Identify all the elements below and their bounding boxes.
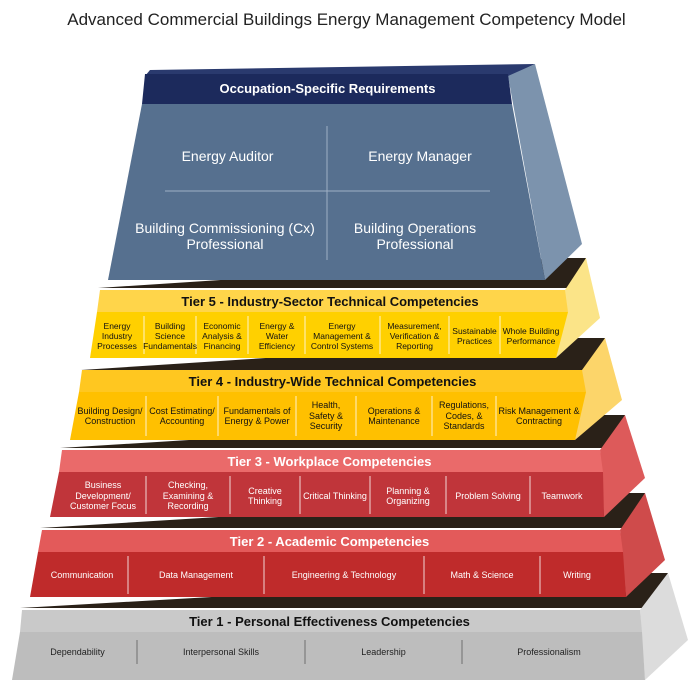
tier4-item: Cost Estimating/ Accounting [149,405,215,427]
tier4-item: Health, Safety & Security [308,400,344,432]
t3-front [50,472,604,517]
tier1-item: Interpersonal Skills [182,646,260,657]
t2-front [30,552,626,597]
t4-side [575,338,622,440]
tier3-item: Critical Thinking [303,490,367,501]
t4-front [70,392,586,440]
tier5-title: Tier 5 - Industry-Sector Technical Compe… [181,293,479,309]
tier2-item: Math & Science [450,569,514,580]
tier3-item: Business Development/ Customer Focus [69,480,137,512]
occupation-cell-cx-professional: Building Commissioning (Cx) Professional [135,220,315,252]
t5-band [97,290,568,312]
tier2-item: Communication [50,569,114,580]
occ-side [508,64,582,280]
tier5-item: Building Science Fundamentals [143,321,197,351]
occ-top [145,64,535,76]
tier2-item: Data Management [158,569,234,580]
occupation-cell-energy-manager: Energy Manager [368,148,472,164]
tier5-item: Sustainable Practices [452,326,497,346]
t2-side [620,493,665,597]
tier2-title: Tier 2 - Academic Competencies [229,533,430,549]
tier3-item: Creative Thinking [247,485,283,507]
occ-band [142,74,512,104]
tier4-item: Fundamentals of Energy & Power [223,405,291,427]
tier2-item: Writing [563,569,591,580]
tier5-item: Economic Analysis & Financing [202,321,242,351]
occupation-title: Occupation-Specific Requirements [219,80,436,96]
tier2-item: Engineering & Technology [291,569,397,580]
tier3-title: Tier 3 - Workplace Competencies [227,453,432,469]
tier4-item: Building Design/ Construction [77,405,143,427]
tier1-title: Tier 1 - Personal Effectiveness Competen… [189,613,470,629]
t2-band [38,530,623,552]
tier5-item: Measurement, Verification & Reporting [387,321,442,351]
tier4-item: Regulations, Codes, & Standards [438,400,490,432]
t1-front [12,632,645,680]
tier3-item: Problem Solving [455,490,521,501]
tier1-item: Dependability [50,646,105,657]
t3-side [600,415,645,517]
t5-side [556,258,600,358]
t1-side [640,573,688,680]
tier5-item: Energy & Water Efficiency [258,321,296,351]
tier5-item: Energy Industry Processes [97,321,137,351]
tier1-item: Professionalism [517,646,581,657]
tier4-item: Risk Management & Contracting [498,405,580,427]
tier4-title: Tier 4 - Industry-Wide Technical Compete… [188,373,477,389]
tier3-item: Checking, Examining & Recording [162,480,214,512]
t4-band [79,370,586,392]
occupation-cell-energy-auditor: Energy Auditor [181,148,274,164]
tier4-item: Operations & Maintenance [367,405,421,427]
tier3-item: Teamwork [541,490,583,501]
tier5-item: Energy Management & Control Systems [310,321,374,351]
tier5-item: Whole Building Performance [502,326,560,346]
occupation-cell-operations-professional: Building Operations Professional [353,220,477,252]
tier3-item: Planning & Organizing [386,485,430,507]
t1-band [20,610,642,632]
t3-band [59,450,603,472]
diagram-title: Advanced Commercial Buildings Energy Man… [67,10,626,29]
tier1-item: Leadership [361,646,406,657]
